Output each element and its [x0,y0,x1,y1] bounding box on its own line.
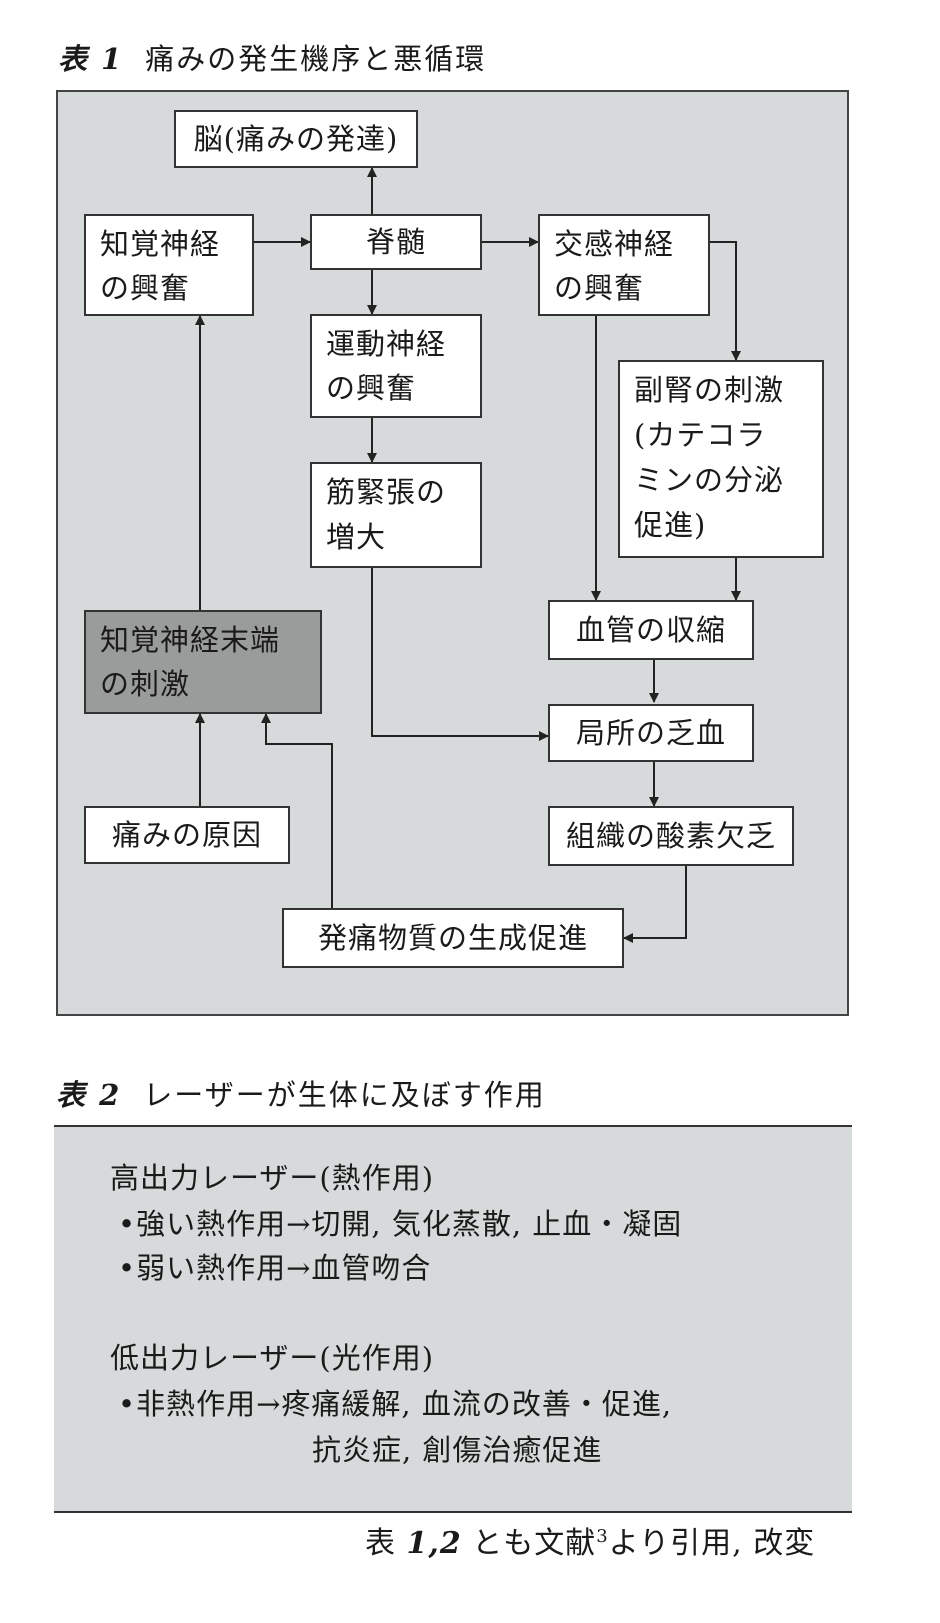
footnote-suffix: より引用, 改変 [608,1526,816,1561]
table2-body: 高出力レーザー(熱作用) •強い熱作用→切開, 気化蒸散, 止血・凝固 •弱い熱… [54,1125,852,1513]
source-footnote: 表 1,2 とも文献3より引用, 改変 [365,1518,815,1562]
node-muscle: 筋緊張の 増大 [310,462,482,568]
table1-flowchart: 脳(痛みの発達) 知覚神経 の興奮 脊髄 交感神経 の興奮 運動神経 の興奮 副… [56,90,849,1016]
node-sensory-end-line2: の刺激 [100,667,191,701]
node-sensory-excite-line2: の興奮 [100,271,191,305]
arrow-substance-to-sensory-end [261,713,333,908]
node-sensory-excite: 知覚神経 の興奮 [84,214,254,316]
node-pain-substance: 発痛物質の生成促進 [282,908,624,968]
node-pain-cause: 痛みの原因 [84,806,290,864]
node-ischemia-label: 局所の乏血 [575,716,726,750]
table1-number: 表 1 [58,42,124,76]
node-brain-label: 脳(痛みの発達) [193,122,399,156]
low-power-item-1: •非熱作用→疼痛緩解, 血流の改善・促進, [118,1387,673,1421]
node-adrenal-line3: ミンの分泌 [634,463,785,497]
node-hypoxia: 組織の酸素欠乏 [548,806,794,866]
node-sympathetic: 交感神経 の興奮 [538,214,710,316]
node-sensory-excite-line1: 知覚神経 [100,227,221,261]
low-power-item-1-continued: 抗炎症, 創傷治癒促進 [312,1433,603,1467]
footnote-prefix: 表 [365,1526,396,1561]
node-sympathetic-line2: の興奮 [554,271,645,305]
table2-caption: 表 2 レーザーが生体に及ぼす作用 [56,1072,546,1114]
arrow-hypoxia-to-substance [623,866,687,943]
node-hypoxia-label: 組織の酸素欠乏 [565,819,776,853]
node-brain: 脳(痛みの発達) [174,110,418,168]
footnote-reference: 3 [596,1526,609,1547]
high-power-heading: 高出力レーザー(熱作用) [110,1161,435,1195]
table2-title: レーザーが生体に及ぼす作用 [143,1078,546,1112]
flowchart-arrows [195,167,741,943]
node-spinal-cord: 脊髄 [310,214,482,270]
node-vaso-label: 血管の収縮 [575,613,726,647]
node-pain-cause-label: 痛みの原因 [111,818,262,852]
footnote-table-numbers: 1,2 [406,1526,462,1561]
arrow-muscle-to-ischemia [371,568,549,741]
table1-title: 痛みの発生機序と悪循環 [145,42,487,76]
table1-caption: 表 1 痛みの発生機序と悪循環 [58,36,486,78]
node-vasoconstriction: 血管の収縮 [548,600,754,660]
node-motor-line2: の興奮 [326,371,417,405]
node-spinal-cord-label: 脊髄 [365,225,426,259]
node-motor: 運動神経 の興奮 [310,314,482,418]
node-sympathetic-line1: 交感神経 [554,227,675,261]
node-muscle-line2: 増大 [326,520,387,554]
low-power-heading: 低出力レーザー(光作用) [110,1341,435,1375]
node-adrenal-line4: 促進) [634,508,707,542]
high-power-item-1: •強い熱作用→切開, 気化蒸散, 止血・凝固 [118,1207,683,1241]
node-muscle-line1: 筋緊張の [326,475,447,509]
table2-number: 表 2 [56,1078,122,1112]
node-sensory-end-line1: 知覚神経末端 [100,623,281,657]
footnote-middle: とも文献 [472,1526,597,1561]
node-sensory-end: 知覚神経末端 の刺激 [84,610,322,714]
arrow-sympathetic-to-adrenal [710,241,741,361]
node-motor-line1: 運動神経 [326,327,447,361]
high-power-item-2: •弱い熱作用→血管吻合 [118,1251,432,1285]
node-adrenal: 副腎の刺激 (カテコラ ミンの分泌 促進) [618,360,824,558]
node-adrenal-line2: (カテコラ [634,418,767,452]
node-pain-substance-label: 発痛物質の生成促進 [317,921,588,955]
node-ischemia: 局所の乏血 [548,704,754,762]
node-adrenal-line1: 副腎の刺激 [634,373,785,407]
